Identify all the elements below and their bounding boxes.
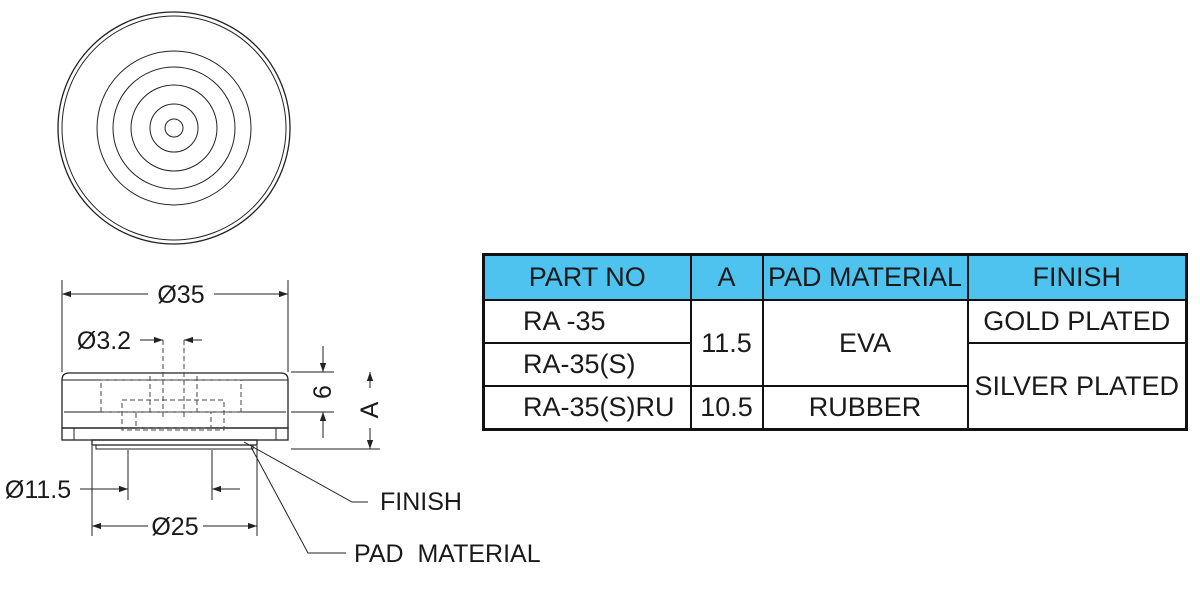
- table-row: RA -35 11.5 EVA GOLD PLATED: [482, 299, 1188, 387]
- cell-part-no: RA-35(S)RU: [482, 385, 692, 431]
- dimension-lines: [61, 280, 380, 554]
- callout-pad-material: PAD MATERIAL: [354, 540, 541, 568]
- callout-finish: FINISH: [380, 488, 462, 516]
- cell-part-no: RA -35: [482, 299, 692, 344]
- header-part-no: PART NO: [482, 253, 692, 301]
- cell-pad-material: RUBBER: [761, 385, 969, 431]
- cell-pad-material: EVA: [761, 299, 969, 387]
- dim-pad-inner-diameter: Ø11.5: [5, 476, 71, 504]
- cell-part-no: RA-35(S): [482, 342, 692, 387]
- dim-pad-outer-diameter: Ø25: [151, 513, 198, 541]
- top-view: [57, 11, 291, 245]
- cell-finish: GOLD PLATED: [966, 299, 1188, 344]
- dim-outer-diameter: Ø35: [157, 281, 204, 309]
- table-row: RA-35(S) SILVER PLATED: [482, 342, 1188, 431]
- dim-height-a: A: [356, 401, 384, 418]
- spec-table: PART NO A PAD MATERIAL FINISH RA -35 11.…: [482, 253, 1188, 431]
- header-pad-material: PAD MATERIAL: [761, 253, 969, 301]
- table-header-row: PART NO A PAD MATERIAL FINISH: [482, 253, 1188, 301]
- cell-finish: SILVER PLATED: [966, 342, 1188, 431]
- cell-a: 10.5: [689, 385, 764, 431]
- header-a: A: [689, 253, 764, 301]
- side-view: [61, 340, 289, 450]
- header-finish: FINISH: [966, 253, 1188, 301]
- cell-a: 11.5: [689, 299, 764, 387]
- table-row: RA-35(S)RU 10.5 RUBBER: [482, 385, 1187, 431]
- dim-height-6: 6: [309, 385, 337, 399]
- dim-pin-diameter: Ø3.2: [77, 327, 131, 355]
- dimension-labels: Ø35 Ø3.2 6 A Ø11.5 Ø25 FINISH PAD MATERI…: [5, 281, 541, 568]
